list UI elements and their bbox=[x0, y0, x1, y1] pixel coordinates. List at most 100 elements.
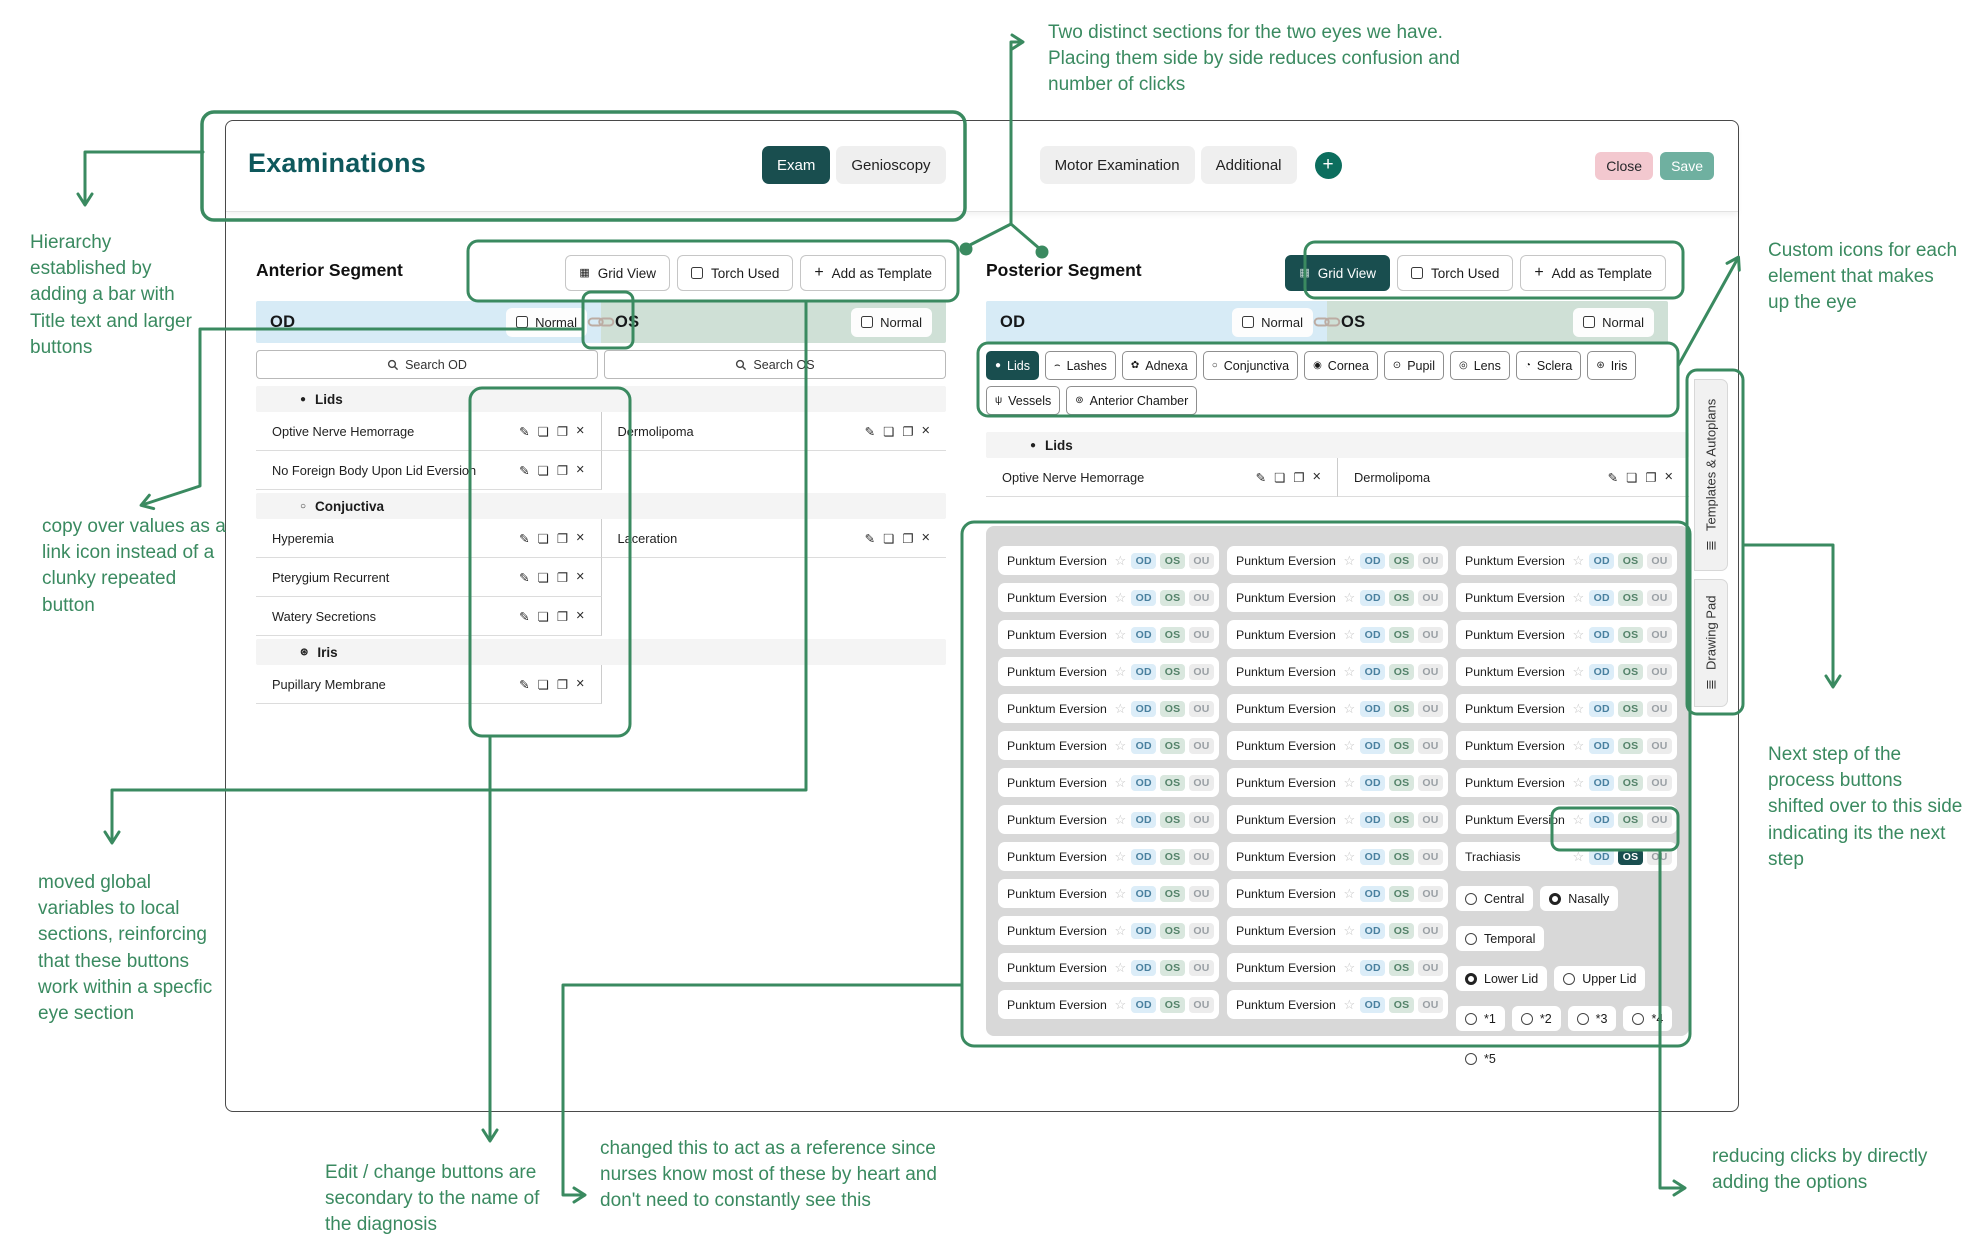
ou-tag[interactable]: OU bbox=[1418, 923, 1443, 939]
os-tag[interactable]: OS bbox=[1618, 812, 1643, 828]
ou-tag[interactable]: OU bbox=[1189, 886, 1214, 902]
finding-card-punktum-eversion[interactable]: Punktum Eversion☆ODOSOU bbox=[1227, 583, 1448, 612]
copy-icon[interactable]: ❐ bbox=[557, 424, 568, 439]
copy-icon[interactable]: ❐ bbox=[557, 463, 568, 478]
star-icon[interactable]: ☆ bbox=[1343, 738, 1355, 754]
ou-tag[interactable]: OU bbox=[1418, 664, 1443, 680]
grid-view-button[interactable]: ▦Grid View bbox=[565, 255, 670, 291]
copy-icon[interactable]: ❐ bbox=[1645, 470, 1656, 485]
od-tag[interactable]: OD bbox=[1589, 812, 1614, 828]
chip-iris[interactable]: ⊛Iris bbox=[1587, 351, 1636, 380]
ou-tag[interactable]: OU bbox=[1189, 553, 1214, 569]
star-icon[interactable]: ☆ bbox=[1572, 553, 1584, 569]
posterior-os-normal-checkbox[interactable]: Normal bbox=[1573, 308, 1654, 337]
torch-used-button[interactable]: Torch Used bbox=[677, 255, 793, 291]
file-icon[interactable]: ❏ bbox=[538, 609, 549, 624]
os-tag[interactable]: OS bbox=[1618, 590, 1643, 606]
star-icon[interactable]: ☆ bbox=[1572, 590, 1584, 606]
ou-tag[interactable]: OU bbox=[1189, 701, 1214, 717]
ou-tag[interactable]: OU bbox=[1418, 812, 1443, 828]
edit-icon[interactable]: ✎ bbox=[519, 424, 529, 439]
option-nasally[interactable]: Nasally bbox=[1540, 886, 1618, 911]
od-tag[interactable]: OD bbox=[1131, 886, 1156, 902]
option-temporal[interactable]: Temporal bbox=[1456, 926, 1544, 951]
finding-card-punktum-eversion[interactable]: Punktum Eversion☆ODOSOU bbox=[1227, 620, 1448, 649]
ou-tag[interactable]: OU bbox=[1647, 701, 1672, 717]
os-tag[interactable]: OS bbox=[1160, 738, 1185, 754]
copy-icon[interactable]: ❐ bbox=[1293, 470, 1304, 485]
os-tag[interactable]: OS bbox=[1618, 627, 1643, 643]
star-icon[interactable]: ☆ bbox=[1343, 923, 1355, 939]
star-icon[interactable]: ☆ bbox=[1114, 701, 1126, 717]
star-icon[interactable]: ☆ bbox=[1343, 775, 1355, 791]
od-tag[interactable]: OD bbox=[1360, 627, 1385, 643]
edit-icon[interactable]: ✎ bbox=[519, 609, 529, 624]
finding-card-punktum-eversion[interactable]: Punktum Eversion☆ODOSOU bbox=[998, 768, 1219, 797]
star-icon[interactable]: ☆ bbox=[1343, 997, 1355, 1013]
ou-tag[interactable]: OU bbox=[1647, 590, 1672, 606]
close-button[interactable]: Close bbox=[1595, 152, 1653, 180]
star-icon[interactable]: ☆ bbox=[1114, 738, 1126, 754]
ou-tag[interactable]: OU bbox=[1418, 738, 1443, 754]
remove-icon[interactable]: × bbox=[576, 531, 584, 546]
finding-card-punktum-eversion[interactable]: Punktum Eversion☆ODOSOU bbox=[1227, 694, 1448, 723]
ou-tag[interactable]: OU bbox=[1418, 960, 1443, 976]
od-tag[interactable]: OD bbox=[1360, 960, 1385, 976]
os-tag[interactable]: OS bbox=[1389, 701, 1414, 717]
ou-tag[interactable]: OU bbox=[1647, 849, 1672, 865]
star-icon[interactable]: ☆ bbox=[1572, 849, 1584, 865]
remove-icon[interactable]: × bbox=[576, 424, 584, 439]
os-tag[interactable]: OS bbox=[1160, 997, 1185, 1013]
remove-icon[interactable]: × bbox=[576, 677, 584, 692]
category-lids[interactable]: ●Lids bbox=[986, 432, 1689, 458]
od-tag[interactable]: OD bbox=[1360, 923, 1385, 939]
file-icon[interactable]: ❏ bbox=[538, 463, 549, 478]
od-tag[interactable]: OD bbox=[1131, 775, 1156, 791]
edit-icon[interactable]: ✎ bbox=[1608, 470, 1618, 485]
finding-card-punktum-eversion[interactable]: Punktum Eversion☆ODOSOU bbox=[1227, 990, 1448, 1019]
tab-additional[interactable]: Additional bbox=[1201, 146, 1297, 184]
od-tag[interactable]: OD bbox=[1589, 627, 1614, 643]
os-tag[interactable]: OS bbox=[1160, 701, 1185, 717]
os-tag[interactable]: OS bbox=[1389, 886, 1414, 902]
finding-card-punktum-eversion[interactable]: Punktum Eversion☆ODOSOU bbox=[998, 546, 1219, 575]
od-tag[interactable]: OD bbox=[1589, 590, 1614, 606]
ou-tag[interactable]: OU bbox=[1418, 886, 1443, 902]
anterior-link-eyes-button[interactable] bbox=[588, 315, 615, 330]
option-3[interactable]: *3 bbox=[1568, 1006, 1617, 1031]
os-tag[interactable]: OS bbox=[1618, 738, 1643, 754]
file-icon[interactable]: ❏ bbox=[1274, 470, 1285, 485]
chip-adnexa[interactable]: ✿Adnexa bbox=[1122, 351, 1197, 380]
copy-icon[interactable]: ❐ bbox=[557, 609, 568, 624]
os-tag[interactable]: OS bbox=[1160, 627, 1185, 643]
os-tag[interactable]: OS bbox=[1618, 701, 1643, 717]
ou-tag[interactable]: OU bbox=[1189, 775, 1214, 791]
star-icon[interactable]: ☆ bbox=[1114, 627, 1126, 643]
side-tab-drawing-pad[interactable]: ≣Drawing Pad bbox=[1694, 579, 1728, 707]
od-tag[interactable]: OD bbox=[1589, 775, 1614, 791]
od-tag[interactable]: OD bbox=[1589, 738, 1614, 754]
finding-card-punktum-eversion[interactable]: Punktum Eversion☆ODOSOU bbox=[1227, 953, 1448, 982]
option-5[interactable]: *5 bbox=[1456, 1046, 1505, 1071]
star-icon[interactable]: ☆ bbox=[1572, 738, 1584, 754]
od-tag[interactable]: OD bbox=[1131, 627, 1156, 643]
finding-card-punktum-eversion[interactable]: Punktum Eversion☆ODOSOU bbox=[1227, 805, 1448, 834]
ou-tag[interactable]: OU bbox=[1418, 997, 1443, 1013]
anterior-os-normal-checkbox[interactable]: Normal bbox=[851, 308, 932, 337]
ou-tag[interactable]: OU bbox=[1189, 627, 1214, 643]
copy-icon[interactable]: ❐ bbox=[557, 531, 568, 546]
od-tag[interactable]: OD bbox=[1360, 738, 1385, 754]
od-tag[interactable]: OD bbox=[1360, 812, 1385, 828]
finding-card-punktum-eversion[interactable]: Punktum Eversion☆ODOSOU bbox=[1456, 657, 1677, 686]
finding-card-punktum-eversion[interactable]: Punktum Eversion☆ODOSOU bbox=[1456, 620, 1677, 649]
add-tab-button[interactable]: + bbox=[1315, 152, 1342, 179]
od-tag[interactable]: OD bbox=[1131, 812, 1156, 828]
os-tag[interactable]: OS bbox=[1160, 849, 1185, 865]
od-tag[interactable]: OD bbox=[1131, 553, 1156, 569]
os-tag[interactable]: OS bbox=[1160, 960, 1185, 976]
finding-card-trachiasis[interactable]: Trachiasis☆ODOSOU bbox=[1456, 842, 1677, 871]
ou-tag[interactable]: OU bbox=[1647, 738, 1672, 754]
tab-motor-examination[interactable]: Motor Examination bbox=[1040, 146, 1195, 184]
add-as-template-button[interactable]: +Add as Template bbox=[1520, 255, 1666, 291]
star-icon[interactable]: ☆ bbox=[1343, 627, 1355, 643]
